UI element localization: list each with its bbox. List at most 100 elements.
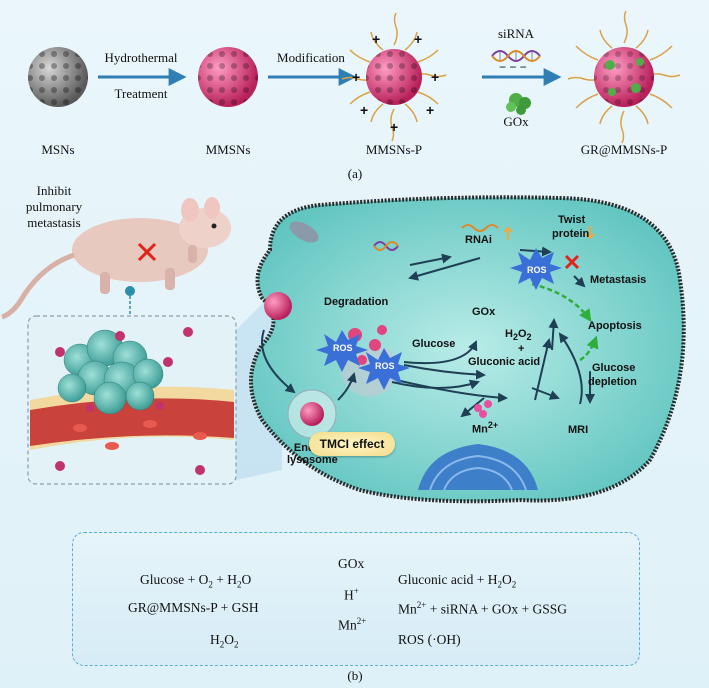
ros-label-3: ROS — [527, 265, 547, 275]
label-treatment: Treatment — [114, 86, 168, 101]
eq1-r0: Gluconic acid + H — [398, 572, 498, 587]
eq3-c1: 2+ — [356, 616, 367, 626]
label-glucose-depletion-1: Glucose — [592, 362, 636, 374]
label-gox: GOx — [472, 306, 496, 318]
svg-text:+: + — [352, 69, 360, 85]
msn-particle — [28, 47, 88, 107]
label-degradation: Degradation — [324, 296, 389, 308]
mouse-caption-line-2: pulmonary — [25, 199, 83, 214]
label-mmsns-p: MMSNs-P — [365, 142, 423, 157]
label-msns: MSNs — [41, 142, 75, 157]
eq3-l2: O — [224, 632, 234, 647]
caption-b: (b) — [347, 668, 363, 683]
eq3-l1: 2 — [219, 639, 225, 650]
label-h2o2: H2O2 — [505, 328, 532, 342]
svg-text:+: + — [360, 102, 368, 118]
eq2-r1: 2+ — [416, 600, 427, 610]
up-arrow-icon — [503, 226, 513, 240]
eq2-right: Mn2+ + siRNA + GOx + GSSG — [398, 600, 567, 618]
eq2-left: GR@MMSNs-P + GSH — [128, 600, 259, 615]
eq1-l1: 2 — [208, 579, 213, 590]
gox-icon — [506, 93, 531, 115]
eq1-l0: Glucose + O — [140, 572, 209, 587]
endosome-icon — [287, 389, 337, 439]
eq1-left: Glucose + O2 + H2O — [140, 572, 251, 590]
mouse-caption: Inhibit pulmonary metastasis — [4, 183, 104, 231]
caption-a: (a) — [347, 166, 363, 181]
svg-text:+: + — [390, 119, 398, 135]
eq1-right: Gluconic acid + H2O2 — [398, 572, 516, 590]
h2o2-sub1: 2 — [512, 332, 518, 343]
er-organelle — [418, 444, 538, 491]
eq2-c1: + — [353, 586, 359, 596]
red-cross-icon — [137, 242, 157, 262]
label-gluconic: Gluconic acid — [468, 356, 541, 368]
label-gr-mmsns-p: GR@MMSNs-P — [580, 142, 668, 157]
eq3-left: H2O2 — [210, 632, 239, 650]
mn-dots — [474, 400, 492, 418]
label-modification: Modification — [277, 50, 345, 65]
eq1-l3: 2 — [236, 579, 242, 590]
tmci-badge: TMCI effect — [309, 432, 395, 456]
ros-burst-3 — [510, 248, 562, 290]
eq2-c0: H — [344, 587, 354, 603]
metastasis-cross-icon — [564, 254, 580, 270]
eq1-catalyst: GOx — [338, 556, 365, 571]
label-metastasis: Metastasis — [590, 274, 647, 286]
h2o2-h: H — [505, 328, 513, 340]
ros-label-2: ROS — [375, 361, 395, 371]
label-mn: Mn2+ — [472, 420, 498, 436]
eq1-r3: 2 — [511, 579, 517, 590]
eq3-catalyst: Mn2+ — [338, 616, 366, 634]
mouse-caption-line-3: metastasis — [27, 215, 81, 230]
svg-text:+: + — [414, 31, 422, 47]
eq3-right: ROS (·OH) — [398, 632, 461, 647]
pathway-arrows — [261, 246, 595, 418]
mmsnp-particle: + + + + + + + — [341, 12, 447, 142]
label-hydrothermal: Hydrothermal — [104, 50, 178, 65]
eq3-l3: 2 — [234, 639, 239, 650]
label-gox-a: GOx — [503, 114, 529, 129]
tumor-inset — [27, 315, 237, 485]
label-mmsns: MMSNs — [205, 142, 251, 157]
eq3-c0: Mn — [338, 617, 357, 633]
label-twist: Twist — [558, 214, 586, 226]
label-glucose-depletion-2: depletion — [588, 376, 637, 388]
gr-mmsnp-particle — [567, 10, 681, 144]
eq3-l0: H — [210, 632, 220, 647]
mmsn-particle — [198, 47, 258, 107]
label-rnai: RNAi — [465, 234, 492, 246]
label-protein: protein — [552, 228, 590, 240]
h2o2-o: O — [517, 328, 527, 340]
eq1-r2: O — [501, 572, 512, 587]
eq1-l2: + H — [212, 572, 237, 587]
mn-sup: 2+ — [487, 420, 499, 430]
depletion-apoptosis-arrow — [579, 335, 599, 362]
ros-burst-1 — [316, 330, 368, 372]
glucose-depletion-arrow — [558, 332, 583, 405]
svg-text:+: + — [372, 31, 380, 47]
label-plus: + — [518, 343, 525, 355]
label-sirna: siRNA — [497, 26, 535, 41]
mn-text: Mn — [472, 423, 488, 436]
ros-label-1: ROS — [333, 343, 353, 353]
ros-burst-2 — [358, 348, 410, 390]
entering-nanoparticle — [264, 292, 292, 320]
label-glucose: Glucose — [412, 338, 456, 350]
eq2-catalyst: H+ — [344, 586, 359, 604]
label-apoptosis: Apoptosis — [588, 320, 642, 332]
equation-box — [72, 532, 640, 666]
label-endosome-2: lysosome — [287, 454, 338, 466]
rna-icon — [461, 224, 499, 232]
svg-text:+: + — [426, 102, 434, 118]
eq2-r2: + siRNA + GOx + GSSG — [426, 601, 567, 617]
eq1-l4: O — [241, 572, 252, 587]
label-mri: MRI — [568, 424, 589, 436]
h2o2-sub2: 2 — [526, 332, 532, 343]
cell-body — [249, 195, 686, 504]
sirna-icon: − − − — [491, 50, 541, 74]
mouse-illustration — [1, 197, 231, 320]
svg-text:+: + — [431, 69, 439, 85]
down-arrow-icon — [585, 226, 595, 240]
